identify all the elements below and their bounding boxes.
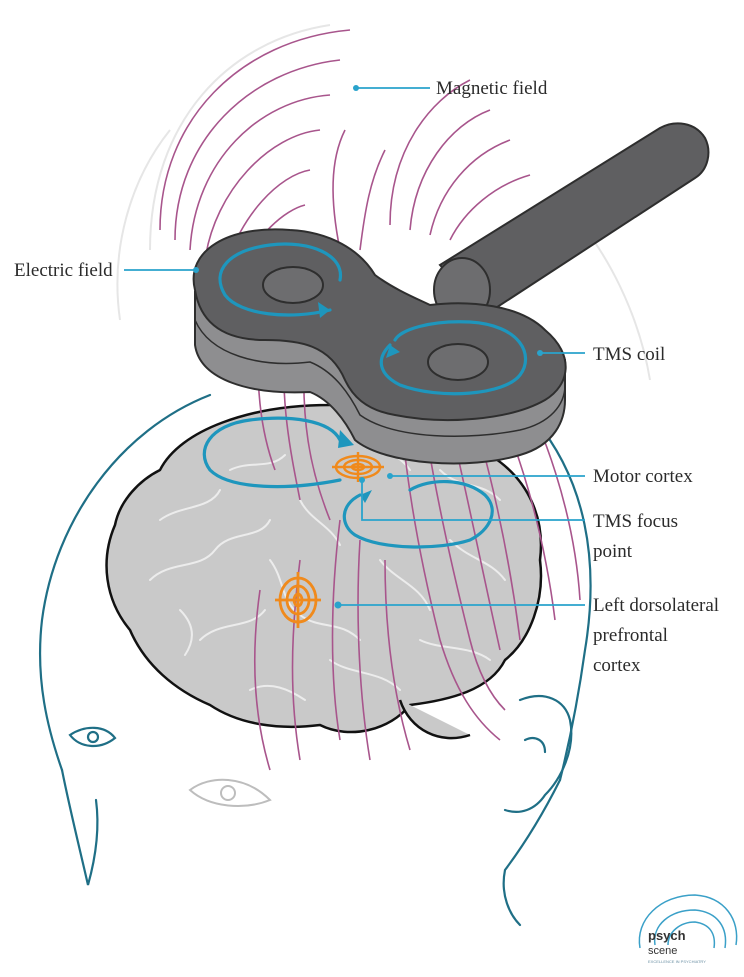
label-tms-coil: TMS coil bbox=[593, 344, 665, 365]
label-dlpfc-line2: prefrontal bbox=[593, 625, 668, 646]
label-dlpfc-line3: cortex bbox=[593, 655, 641, 676]
label-dlpfc-line1: Left dorsolateral bbox=[593, 595, 719, 616]
label-motor-cortex: Motor cortex bbox=[593, 466, 693, 487]
far-eye bbox=[190, 780, 270, 806]
psychscene-logo: psych scene EXCELLENCE IN PSYCHIATRY bbox=[639, 895, 736, 964]
label-magnetic-field: Magnetic field bbox=[436, 78, 548, 99]
logo-word-scene: scene bbox=[648, 945, 677, 957]
logo-word-psych: psych bbox=[648, 928, 686, 943]
logo-tagline: EXCELLENCE IN PSYCHIATRY bbox=[648, 959, 706, 964]
label-tms-focus-line2: point bbox=[593, 541, 633, 562]
label-electric-field: Electric field bbox=[14, 260, 113, 281]
label-tms-focus-line1: TMS focus bbox=[593, 511, 678, 532]
